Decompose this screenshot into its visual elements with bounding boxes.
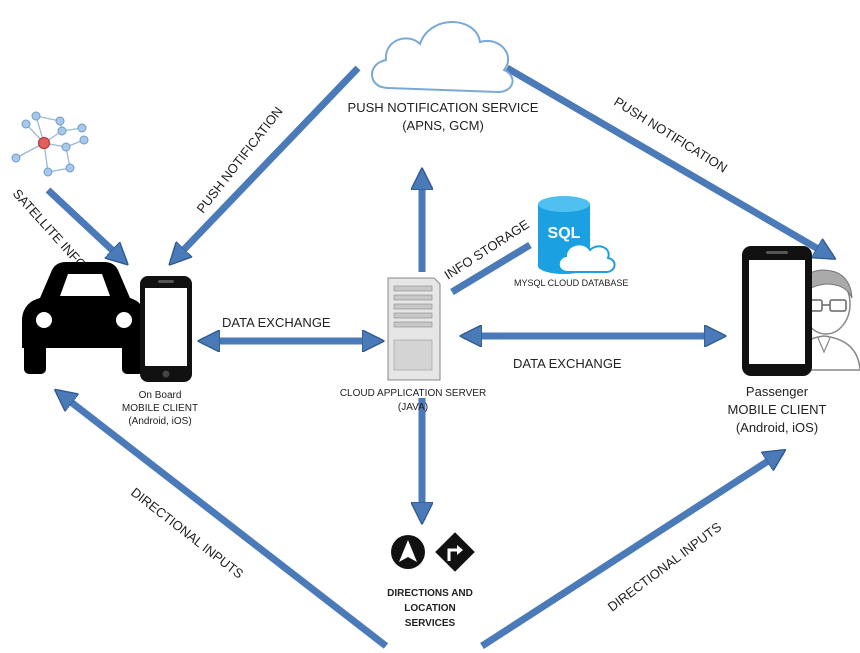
car-icon: [22, 262, 146, 374]
directional-inputs-left-label: DIRECTIONAL INPUTS: [128, 485, 246, 582]
small-cloud-icon: [557, 243, 616, 273]
svg-text:Passenger: Passenger: [746, 384, 809, 399]
svg-text:On Board: On Board: [139, 390, 182, 401]
directional-inputs-right-arrow: [480, 452, 782, 649]
svg-text:DIRECTIONS AND: DIRECTIONS AND: [387, 588, 473, 599]
data-exchange-right-label: DATA EXCHANGE: [513, 356, 622, 371]
sql-database-icon: SQL: [538, 196, 616, 274]
svg-text:(Android, iOS): (Android, iOS): [128, 416, 191, 427]
satellite-info-arrow: [45, 187, 125, 262]
navigation-arrow-icon: [391, 535, 425, 569]
push-service-subtitle: (APNS, GCM): [402, 118, 484, 133]
svg-text:SERVICES: SERVICES: [405, 618, 456, 629]
arrows: [45, 64, 832, 649]
server-label: CLOUD APPLICATION SERVER (JAVA): [340, 388, 486, 413]
push-service-title: PUSH NOTIFICATION SERVICE: [348, 100, 539, 115]
onboard-phone-icon: [140, 276, 192, 382]
directional-inputs-right-label: DIRECTIONAL INPUTS: [605, 519, 725, 614]
directions-label: DIRECTIONS AND LOCATION SERVICES: [387, 588, 473, 629]
sql-icon-text: SQL: [548, 225, 581, 242]
database-label: MYSQL CLOUD DATABASE: [514, 278, 628, 288]
svg-text:(JAVA): (JAVA): [398, 402, 428, 413]
info-storage-bar: [450, 242, 532, 295]
cloud-icon: [371, 21, 514, 94]
satellite-info-label: SATELLITE INFO: [10, 186, 90, 272]
svg-text:MOBILE CLIENT: MOBILE CLIENT: [122, 403, 198, 414]
onboard-client-label: On Board MOBILE CLIENT (Android, iOS): [122, 390, 198, 427]
svg-text:CLOUD APPLICATION SERVER: CLOUD APPLICATION SERVER: [340, 388, 486, 399]
server-icon: [387, 277, 441, 381]
svg-text:LOCATION: LOCATION: [404, 603, 455, 614]
satellite-network-icon: [11, 111, 89, 177]
turn-right-sign-icon: [435, 532, 475, 572]
svg-text:MOBILE CLIENT: MOBILE CLIENT: [728, 402, 827, 417]
push-notification-right-arrow: [505, 64, 832, 261]
push-notification-cloud: PUSH NOTIFICATION SERVICE (APNS, GCM): [348, 21, 539, 133]
directional-inputs-left-arrow: [58, 392, 389, 649]
svg-text:(Android, iOS): (Android, iOS): [736, 420, 818, 435]
passenger-client-label: Passenger MOBILE CLIENT (Android, iOS): [728, 384, 827, 435]
data-exchange-left-label: DATA EXCHANGE: [222, 315, 331, 330]
push-notification-left-arrow: [172, 65, 361, 262]
passenger-phone-icon: [742, 246, 812, 376]
